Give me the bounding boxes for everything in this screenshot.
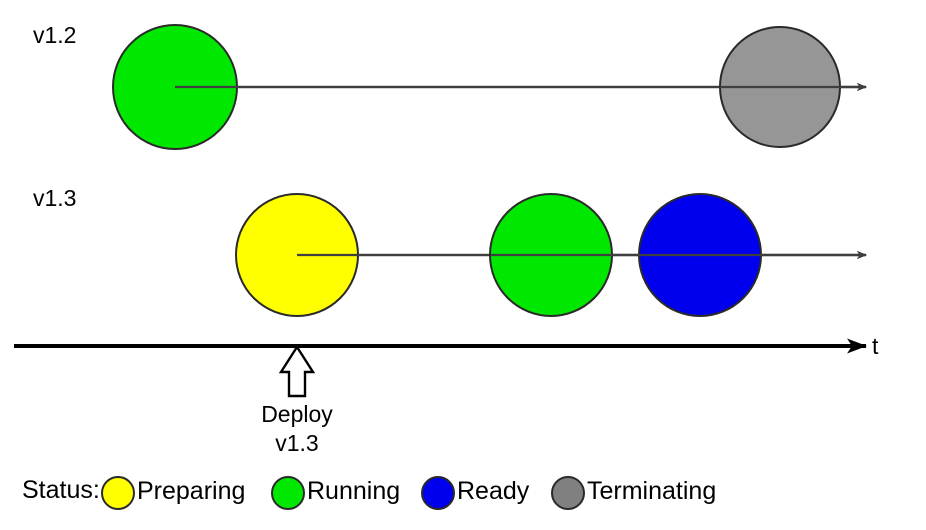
legend-preparing-swatch	[101, 476, 135, 510]
legend-title: Status:	[22, 476, 100, 504]
time-axis-label: t	[872, 333, 879, 359]
legend-item-terminating: Terminating	[587, 477, 717, 505]
legend-terminating-swatch	[551, 476, 585, 510]
row-label-v12: v1.2	[33, 22, 77, 48]
deploy-label-line1: Deploy	[261, 401, 333, 427]
legend-item-preparing: Preparing	[137, 477, 246, 505]
legend-item-running: Running	[307, 477, 401, 505]
legend-running-swatch	[271, 476, 305, 510]
deploy-arrow-icon	[278, 344, 316, 398]
legend-ready-swatch	[421, 476, 455, 510]
row-v12-group	[112, 24, 867, 150]
row-label-v13: v1.3	[33, 185, 77, 211]
legend-item-ready: Ready	[457, 477, 530, 505]
deploy-marker-label: Deploy v1.3	[237, 400, 357, 458]
deploy-label-line2: v1.3	[275, 429, 319, 456]
row-v13-group	[235, 193, 867, 317]
